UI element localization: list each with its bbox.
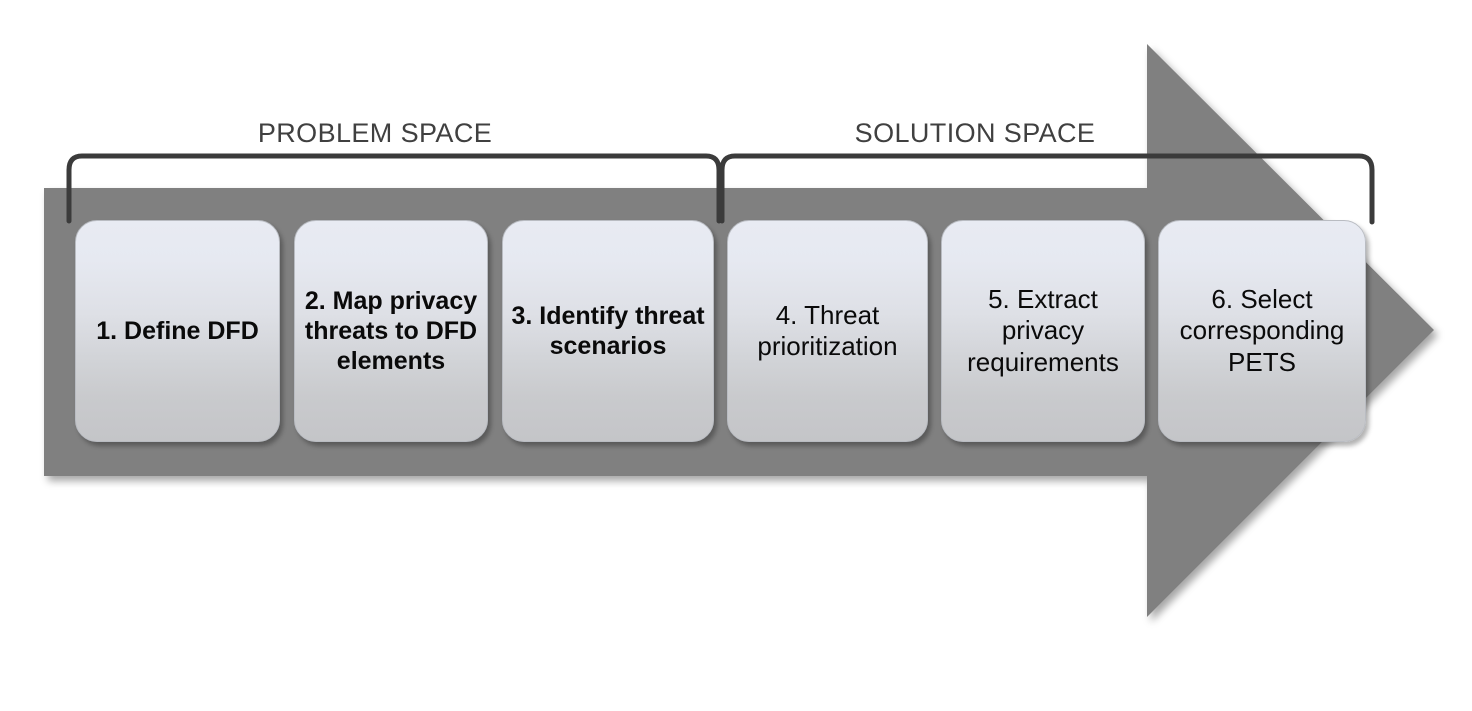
step-box-1[interactable]: 1. Define DFD (75, 220, 280, 442)
step-box-6[interactable]: 6. Select corresponding PETS (1158, 220, 1366, 442)
step-label-2: 2. Map privacy threats to DFD elements (304, 287, 478, 375)
step-box-3[interactable]: 3. Identify threat scenarios (502, 220, 714, 442)
step-box-4[interactable]: 4. Threat prioritization (727, 220, 928, 442)
phase-label-problem-space: PROBLEM SPACE (257, 118, 493, 148)
step-label-5: 5. Extract privacy requirements (967, 284, 1119, 377)
step-label-1: 1. Define DFD (96, 317, 259, 345)
problem-space-bracket (66, 153, 722, 224)
solution-space-bracket (719, 153, 1375, 225)
step-label-6: 6. Select corresponding PETS (1179, 284, 1345, 377)
step-box-5[interactable]: 5. Extract privacy requirements (941, 220, 1145, 442)
step-box-2[interactable]: 2. Map privacy threats to DFD elements (294, 220, 488, 442)
step-label-3: 3. Identify threat scenarios (511, 302, 705, 360)
step-label-4: 4. Threat prioritization (757, 299, 898, 361)
phase-label-solution-space: SOLUTION SPACE (854, 118, 1096, 148)
